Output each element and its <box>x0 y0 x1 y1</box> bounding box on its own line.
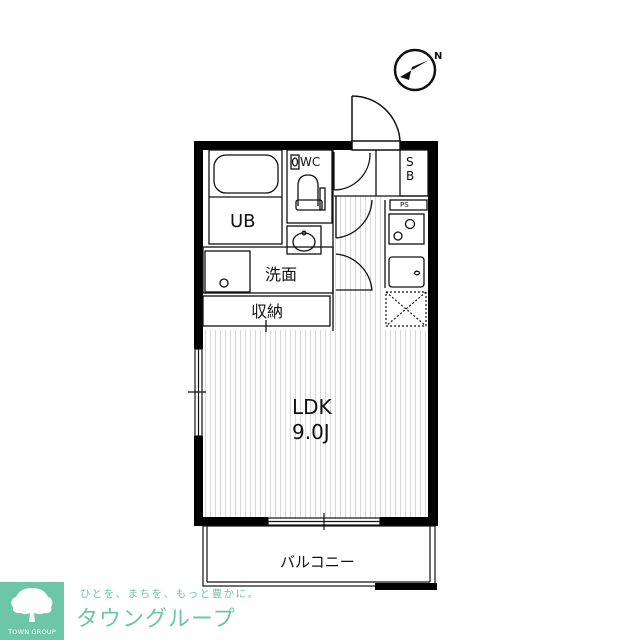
ldk-label: LDK <box>292 395 332 419</box>
sink-counter <box>286 225 322 255</box>
brand-name: タウングループ <box>76 607 236 632</box>
ub-label: UB <box>230 211 256 232</box>
ps-label: PS <box>400 201 409 209</box>
washing-machine-space <box>204 250 251 293</box>
wc-label: WC <box>300 155 321 169</box>
balcony-sliding-door <box>267 513 381 530</box>
pipe-space <box>389 199 428 211</box>
logo-text: TOWN GROUP <box>8 628 56 636</box>
sink-basin <box>292 232 316 252</box>
stove <box>388 213 425 245</box>
wc-room <box>286 149 333 224</box>
left-window <box>188 348 206 437</box>
tagline: ひとを、まちを、もっと豊かに。 <box>80 588 260 600</box>
washroom <box>202 246 334 294</box>
north-arrow-icon <box>393 48 437 92</box>
outer-walls <box>194 141 438 526</box>
sb-label-b: B <box>406 169 415 183</box>
balcony-label: バルコニー <box>280 553 355 571</box>
toilet-paper <box>290 154 300 170</box>
entrance-door <box>351 95 401 151</box>
washroom-label: 洗面 <box>265 265 298 284</box>
town-group-logo: TOWN GROUP <box>0 582 64 640</box>
ldk-floor <box>205 330 428 518</box>
tree-icon <box>11 588 53 622</box>
toilet-bowl <box>297 174 319 206</box>
balcony-wall-segment <box>375 583 437 590</box>
ldk-size: 9.0J <box>292 420 330 444</box>
balcony-outline <box>202 525 436 587</box>
kitchen-sink <box>388 256 425 288</box>
bathtub <box>213 154 279 194</box>
compass-north-label: N <box>434 51 443 62</box>
sb-label-s: S <box>406 155 414 169</box>
storage-label: 収納 <box>251 302 284 321</box>
fridge-space <box>385 291 427 327</box>
